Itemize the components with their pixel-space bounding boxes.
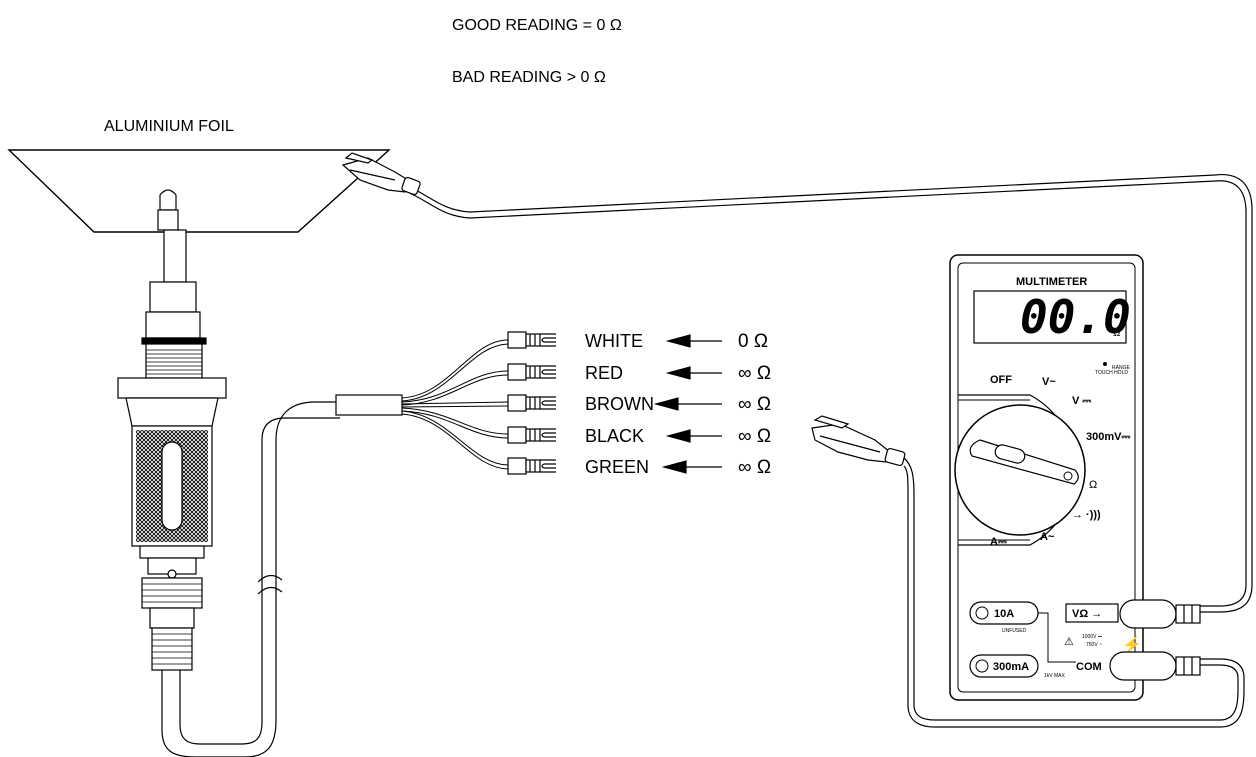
- dial-aac: A~: [1040, 531, 1055, 543]
- fanned-wires: [401, 339, 509, 470]
- dial-off: OFF: [990, 374, 1012, 386]
- aluminium-foil: [7, 149, 391, 233]
- jack-vohm-label: VΩ →: [1072, 608, 1102, 620]
- cable-break: [257, 574, 283, 595]
- wire-reading-white: 0 Ω: [738, 331, 768, 352]
- rating-2: 750V ~: [1086, 642, 1102, 648]
- multimeter: MULTIMETER 00.0 Ω RANGE TOUCH HOLD OFF V…: [949, 254, 1144, 701]
- spade-terminal-green: [507, 457, 556, 475]
- wire-label-green: GREEN: [585, 457, 649, 477]
- wire-label-red: RED: [585, 363, 623, 383]
- dial-mv: 300mV⎓: [1086, 431, 1130, 443]
- spade-terminal-red: [507, 363, 556, 381]
- jack-300ma[interactable]: [969, 654, 1039, 678]
- jack-10a-label: 10A: [994, 608, 1014, 620]
- wire-label-black: BLACK: [585, 426, 644, 446]
- lcd-reading: 00.0: [1020, 290, 1131, 344]
- spade-terminal-white: [507, 331, 556, 349]
- cable-sleeve: [335, 394, 403, 416]
- kv-max-label: 1kV MAX: [1044, 673, 1066, 679]
- sensor-probe: [117, 189, 227, 671]
- spade-terminal-brown: [507, 394, 556, 412]
- spade-terminals: [507, 331, 556, 475]
- dial-vdc: V ⎓: [1072, 395, 1091, 407]
- reading-arrows: [653, 334, 722, 474]
- multimeter-title: MULTIMETER: [1016, 276, 1087, 288]
- dial-ohm: Ω: [1089, 479, 1097, 491]
- alligator-clip-com: [811, 415, 906, 467]
- lcd-unit: Ω: [1113, 328, 1121, 339]
- foil-label: ALUMINIUM FOIL: [104, 118, 234, 135]
- dial-adc: A⎓: [990, 536, 1007, 548]
- probe-cable: [161, 401, 340, 757]
- unfused-label: UNFUSED: [1002, 628, 1027, 634]
- bad-reading-caption: BAD READING > 0 Ω: [452, 69, 606, 86]
- good-reading-caption: GOOD READING = 0 Ω: [452, 17, 622, 34]
- spade-terminal-black: [507, 426, 556, 444]
- wire-reading-brown: ∞ Ω: [738, 394, 771, 415]
- range-button[interactable]: [1103, 362, 1107, 366]
- banana-plug-com[interactable]: [1109, 651, 1201, 681]
- lightning-icon: ⚡: [1122, 635, 1142, 654]
- rating-1: 1000V ⎓: [1082, 634, 1102, 640]
- wire-label-white: WHITE: [585, 331, 643, 351]
- alligator-clip-foil: [341, 152, 421, 196]
- warning-icon: ⚠: [1064, 636, 1074, 648]
- dial-diode: → ·))): [1072, 509, 1101, 521]
- banana-plug-vohm[interactable]: [1119, 599, 1201, 629]
- wire-label-brown: BROWN: [585, 394, 654, 414]
- com-test-lead: [903, 457, 1245, 728]
- jack-vohm[interactable]: [1065, 603, 1119, 623]
- range-label: RANGE: [1112, 365, 1130, 371]
- foil-test-lead: [404, 173, 1253, 613]
- wire-reading-black: ∞ Ω: [738, 426, 771, 447]
- jack-300ma-label: 300mA: [993, 661, 1029, 673]
- dial-vac: V~: [1042, 376, 1056, 388]
- lcd-display: [973, 290, 1127, 344]
- com-jack-label: COM: [1076, 661, 1102, 673]
- rotary-dial[interactable]: [954, 404, 1086, 536]
- wire-reading-red: ∞ Ω: [738, 363, 771, 384]
- wire-readings: WHITE RED BROWN BLACK GREEN 0 Ω ∞ Ω ∞ Ω …: [585, 331, 771, 478]
- wire-reading-green: ∞ Ω: [738, 457, 771, 478]
- touch-hold-label: TOUCH HOLD: [1095, 370, 1128, 376]
